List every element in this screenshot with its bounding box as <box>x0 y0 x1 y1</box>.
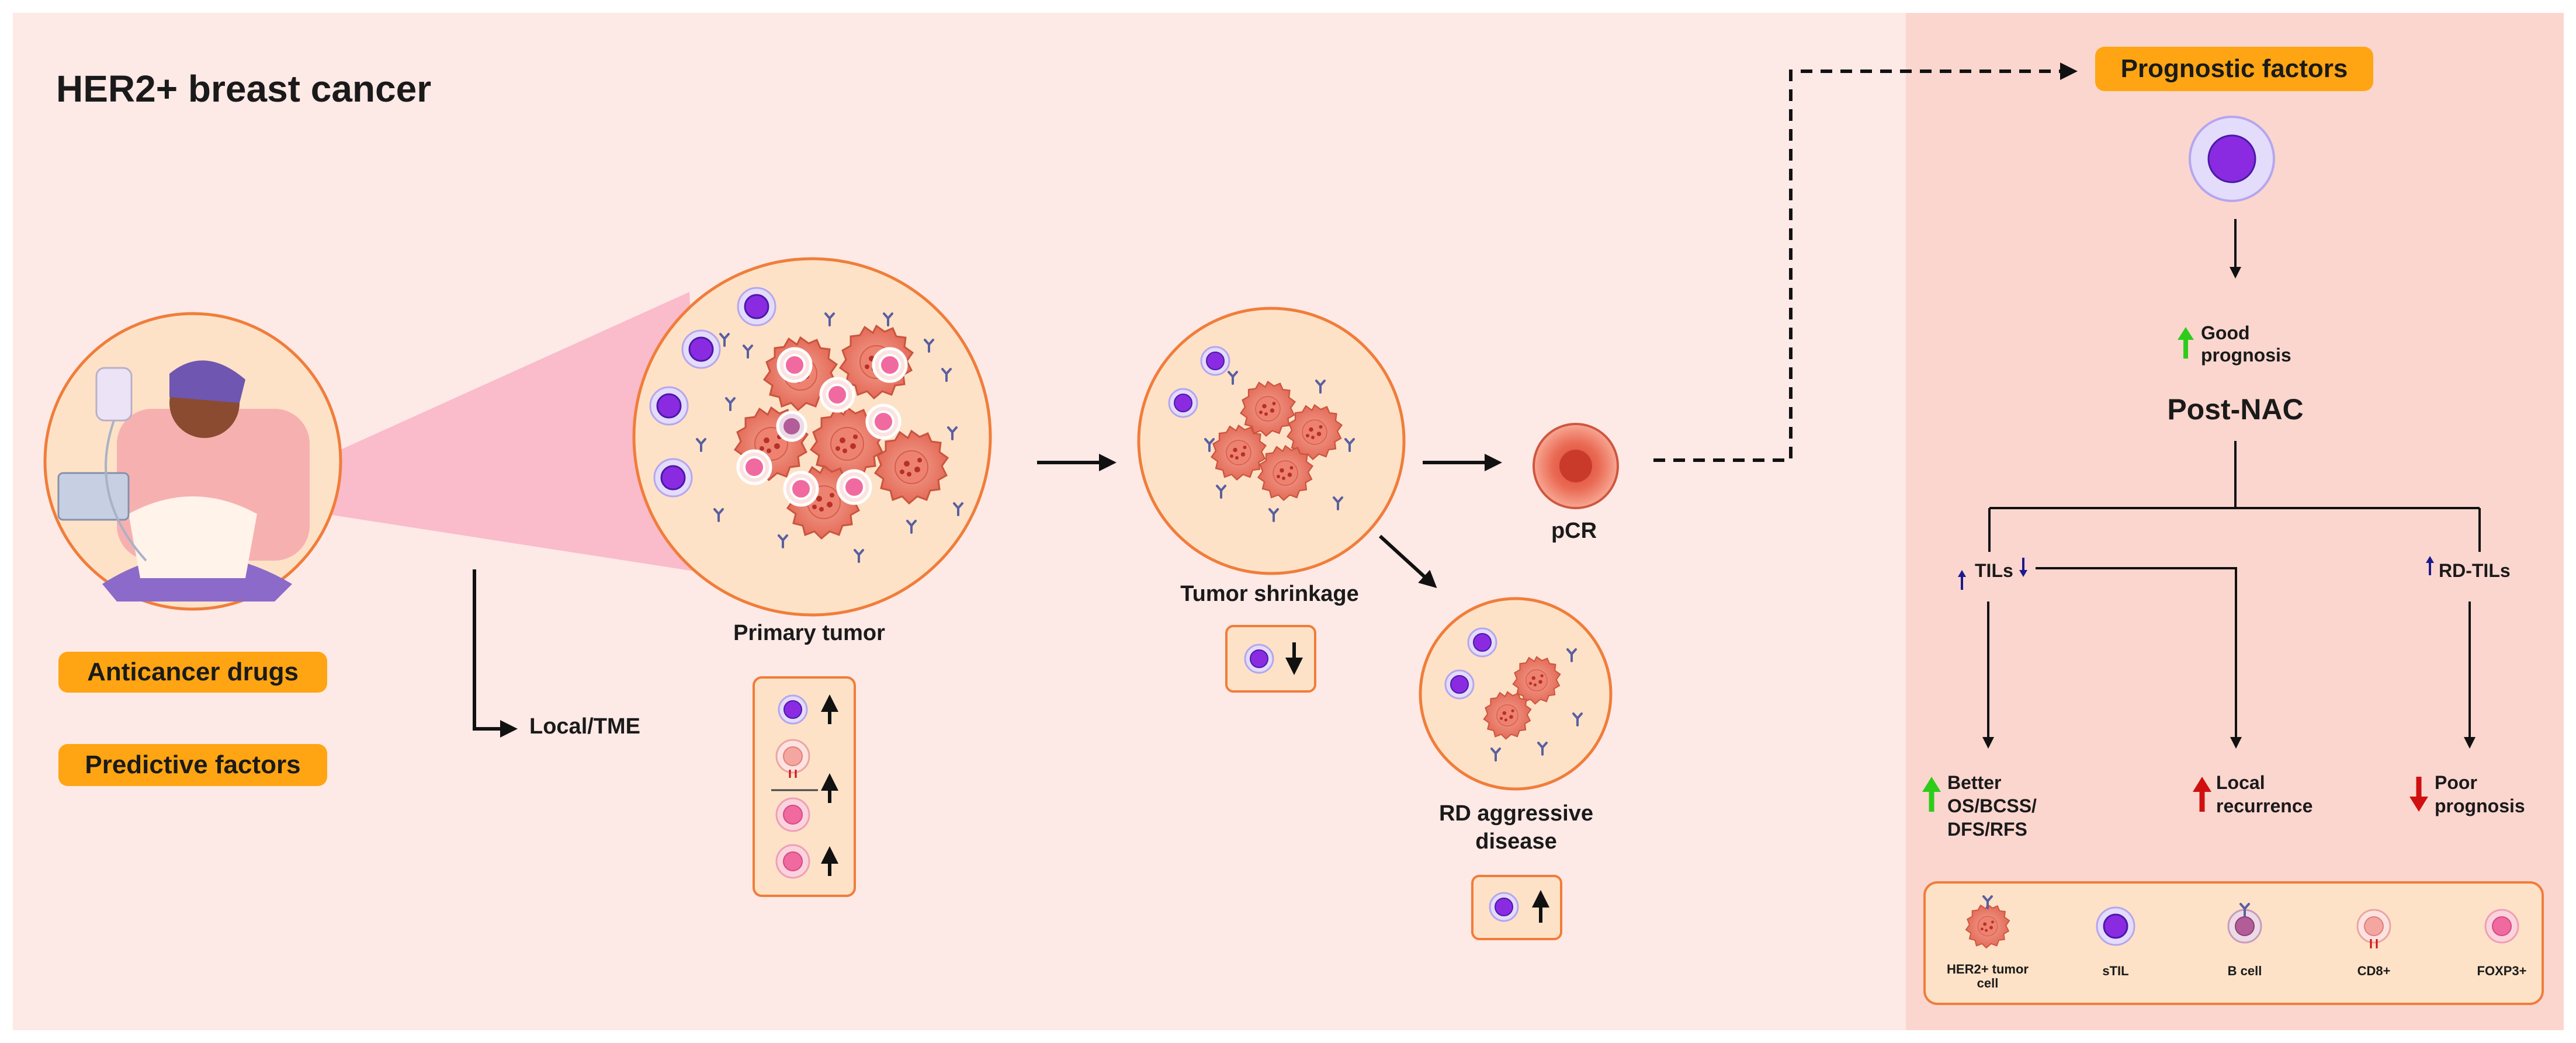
local-tme-label: Local/TME <box>529 714 641 739</box>
outcome-arrows <box>1922 777 2428 812</box>
tumor-shrinkage-illustration <box>1137 307 1406 575</box>
pcr-cell-illustration <box>1533 423 1619 509</box>
primary-tumor-label: Primary tumor <box>733 621 885 645</box>
predictive-factors-pill: Predictive factors <box>58 744 327 786</box>
primary-tumor-illustration <box>632 257 992 617</box>
tils-label: TILs <box>1975 560 2013 581</box>
pcr-label: pCR <box>1551 519 1597 543</box>
legend-her2-line1: HER2+ tumor <box>1947 962 2029 976</box>
rd-indicator-box <box>1471 875 1562 940</box>
legend-bcell: B cell <box>2227 964 2262 978</box>
good-prognosis-line1: Good <box>2201 322 2250 343</box>
rd-tils-label: RD-TILs <box>2439 560 2511 581</box>
legend-stil: sTIL <box>2102 964 2129 978</box>
local-recurrence-line1: Local <box>2216 772 2265 793</box>
prognostic-cell-icon <box>2189 116 2275 202</box>
legend-foxp3: FOXP3+ <box>2477 964 2527 978</box>
better-outcome-line1: Better <box>1947 772 2002 793</box>
legend-cd8: CD8+ <box>2357 964 2391 978</box>
anticancer-drugs-pill: Anticancer drugs <box>58 652 327 693</box>
tils-arrows <box>1958 556 2434 590</box>
foxp3-cell-a <box>775 797 810 832</box>
better-outcome-line2: OS/BCSS/ <box>1947 795 2037 816</box>
legend-box <box>1923 881 2544 1005</box>
primary-tumor-indicator-box <box>753 676 856 897</box>
tumor-shrinkage-label: Tumor shrinkage <box>1180 582 1359 606</box>
legend-her2-line2: cell <box>1977 976 1999 990</box>
cd8-cell <box>775 739 810 774</box>
rd-illustration <box>1419 597 1613 791</box>
rd-label-line2: disease <box>1475 829 1557 854</box>
post-nac-tree <box>1982 441 2481 749</box>
flow-arrows <box>473 62 2078 738</box>
patient-illustration <box>43 292 701 611</box>
good-prognosis-line2: prognosis <box>2201 345 2291 366</box>
prognostic-factors-pill: Prognostic factors <box>2095 47 2373 91</box>
foxp3-cell-b <box>775 844 810 879</box>
rd-label-line1: RD aggressive <box>1438 801 1594 826</box>
zoom-cone <box>231 292 701 572</box>
page-title: HER2+ breast cancer <box>56 68 432 110</box>
local-recurrence-line2: recurrence <box>2216 795 2313 816</box>
better-outcome-line3: DFS/RFS <box>1947 819 2027 840</box>
shrinkage-indicator-box <box>1225 625 1316 693</box>
poor-prognosis-line2: prognosis <box>2435 795 2525 816</box>
poor-prognosis-line1: Poor <box>2435 772 2477 793</box>
post-nac-label: Post-NAC <box>2167 393 2304 426</box>
